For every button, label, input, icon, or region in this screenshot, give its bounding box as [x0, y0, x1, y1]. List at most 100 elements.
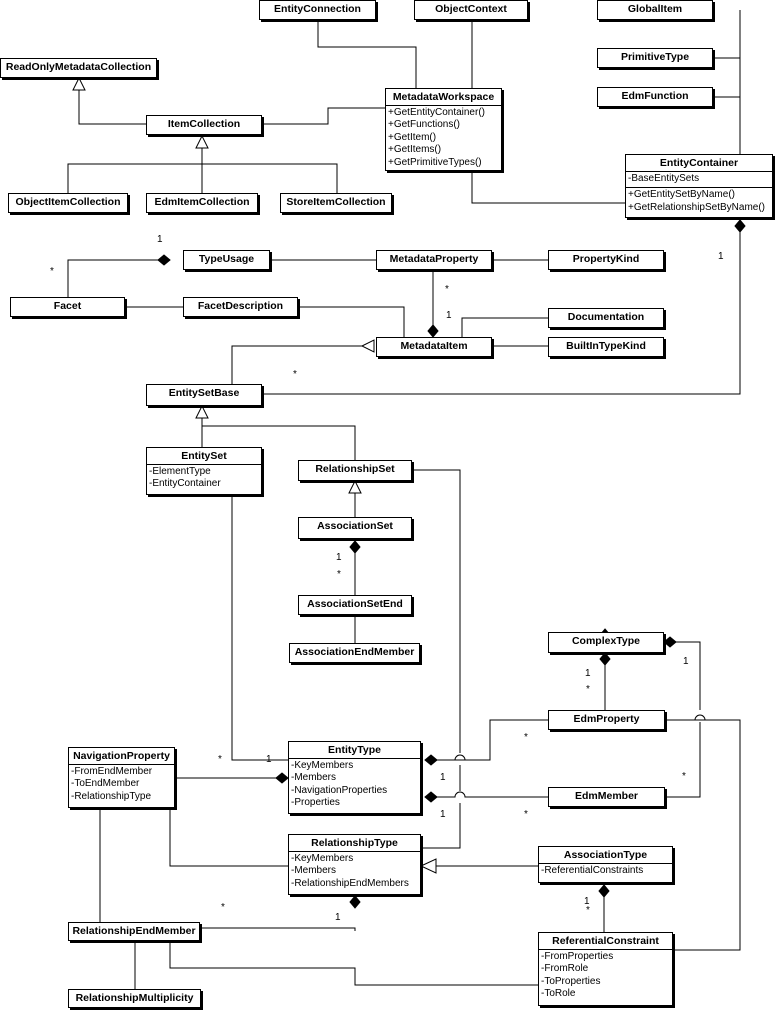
class-name: Documentation [567, 311, 645, 323]
operation: +GetFunctions() [388, 119, 460, 131]
class-built-in-type-kind[interactable]: BuiltInTypeKind [548, 337, 664, 357]
class-attributes: -KeyMembers -Members -RelationshipEndMem… [289, 851, 420, 892]
class-name: ReferentialConstraint [552, 935, 659, 947]
class-attributes: -ReferentialConstraints [539, 863, 672, 879]
class-facet-description[interactable]: FacetDescription [183, 297, 298, 317]
class-edm-member[interactable]: EdmMember [548, 787, 665, 807]
multiplicity-label: * [337, 569, 341, 580]
class-attributes: -KeyMembers -Members -NavigationProperti… [289, 758, 420, 812]
class-referential-constraint[interactable]: ReferentialConstraint -FromProperties -F… [538, 932, 673, 1006]
operation: +GetItem() [388, 131, 437, 143]
class-name: MetadataItem [400, 340, 468, 352]
class-name: PropertyKind [572, 253, 640, 265]
class-name: NavigationProperty [73, 750, 170, 762]
class-name: RelationshipSet [315, 463, 395, 475]
class-primitive-type[interactable]: PrimitiveType [597, 48, 713, 68]
class-name: MetadataWorkspace [392, 91, 495, 103]
multiplicity-label: * [445, 284, 449, 295]
class-type-usage[interactable]: TypeUsage [183, 250, 270, 270]
class-name: PrimitiveType [620, 51, 690, 63]
attribute: -Members [291, 772, 337, 784]
class-entity-connection[interactable]: EntityConnection [259, 0, 376, 20]
multiplicity-label: 1 [585, 668, 591, 679]
class-association-type[interactable]: AssociationType -ReferentialConstraints [538, 846, 673, 883]
attribute: -RelationshipType [71, 790, 152, 802]
class-store-item-collection[interactable]: StoreItemCollection [280, 193, 392, 213]
class-name: MetadataProperty [389, 253, 479, 265]
operation: +GetItems() [388, 144, 442, 156]
class-entity-container[interactable]: EntityContainer -BaseEntitySets +GetEnti… [625, 154, 773, 218]
class-object-item-collection[interactable]: ObjectItemCollection [8, 193, 128, 213]
multiplicity-label: * [586, 905, 590, 916]
class-name: Facet [53, 300, 82, 312]
attribute: -KeyMembers [291, 853, 354, 864]
class-name: EntityContainer [659, 157, 739, 169]
class-name: EdmItemCollection [154, 196, 250, 208]
class-metadata-item[interactable]: MetadataItem [376, 337, 492, 357]
class-relationship-multiplicity[interactable]: RelationshipMultiplicity [68, 989, 201, 1008]
class-metadata-workspace[interactable]: MetadataWorkspace +GetEntityContainer() … [385, 88, 502, 171]
multiplicity-label: 1 [266, 754, 272, 765]
class-metadata-property[interactable]: MetadataProperty [376, 250, 492, 270]
class-name: ItemCollection [167, 118, 241, 130]
multiplicity-label: * [221, 902, 225, 913]
class-name: EdmFunction [621, 90, 689, 102]
attribute: -ToProperties [541, 975, 601, 987]
class-attributes: -FromProperties -FromRole -ToProperties … [539, 949, 672, 1003]
multiplicity-label: 1 [446, 310, 452, 321]
attribute: -ToRole [541, 988, 576, 1000]
class-operations: +GetEntitySetByName() +GetRelationshipSe… [626, 187, 772, 216]
class-name: StoreItemCollection [286, 196, 386, 208]
class-global-item[interactable]: GlobalItem [597, 0, 713, 20]
class-edm-function[interactable]: EdmFunction [597, 87, 713, 107]
class-edm-property[interactable]: EdmProperty [548, 710, 665, 730]
multiplicity-label: 1 [440, 772, 446, 783]
class-name: GlobalItem [627, 3, 683, 15]
class-relationship-type[interactable]: RelationshipType -KeyMembers -Members -R… [288, 834, 421, 895]
class-name: EntitySet [181, 450, 227, 462]
attribute: -ToEndMember [71, 778, 140, 790]
class-name: EdmProperty [573, 713, 640, 725]
attribute: -NavigationProperties [291, 784, 388, 796]
class-name: EntityConnection [274, 3, 361, 15]
class-object-context[interactable]: ObjectContext [414, 0, 528, 20]
class-operations: +GetEntityContainer() +GetFunctions() +G… [386, 105, 501, 171]
multiplicity-label: * [586, 684, 590, 695]
class-association-end-member[interactable]: AssociationEndMember [289, 643, 420, 663]
class-name: AssociationEndMember [294, 646, 415, 658]
multiplicity-label: 1 [335, 912, 341, 923]
multiplicity-label: 1 [584, 896, 590, 907]
class-navigation-property[interactable]: NavigationProperty -FromEndMember -ToEnd… [68, 747, 175, 808]
class-documentation[interactable]: Documentation [548, 308, 664, 328]
class-entity-type[interactable]: EntityType -KeyMembers -Members -Navigat… [288, 741, 421, 814]
class-entity-set-base[interactable]: EntitySetBase [146, 384, 262, 406]
operation: +GetRelationshipSetByName() [628, 201, 766, 213]
class-attributes: -ElementType -EntityContainer [147, 464, 261, 493]
class-complex-type[interactable]: ComplexType [548, 632, 664, 653]
class-name: RelationshipEndMember [72, 925, 196, 937]
class-entity-set[interactable]: EntitySet -ElementType -EntityContainer [146, 447, 262, 495]
multiplicity-label: * [293, 369, 297, 380]
class-name: ObjectItemCollection [15, 196, 121, 208]
multiplicity-label: * [218, 754, 222, 765]
class-association-set-end[interactable]: AssociationSetEnd [298, 595, 412, 615]
class-read-only-metadata-collection[interactable]: ReadOnlyMetadataCollection [0, 58, 157, 78]
class-property-kind[interactable]: PropertyKind [548, 250, 664, 270]
class-name: AssociationSetEnd [307, 598, 403, 610]
class-item-collection[interactable]: ItemCollection [146, 115, 262, 135]
multiplicity-label: 1 [683, 656, 689, 667]
attribute: -FromEndMember [71, 766, 153, 777]
class-association-set[interactable]: AssociationSet [298, 517, 412, 539]
multiplicity-label: * [682, 771, 686, 782]
class-edm-item-collection[interactable]: EdmItemCollection [146, 193, 258, 213]
class-relationship-set[interactable]: RelationshipSet [298, 460, 412, 481]
class-name: BuiltInTypeKind [566, 340, 646, 352]
class-name: EntitySetBase [168, 387, 240, 399]
multiplicity-label: 1 [157, 234, 163, 245]
class-facet[interactable]: Facet [10, 297, 125, 317]
attribute: -Members [291, 865, 337, 877]
class-relationship-end-member[interactable]: RelationshipEndMember [68, 922, 200, 941]
attribute: -ElementType [149, 466, 211, 477]
class-name: FacetDescription [197, 300, 284, 312]
